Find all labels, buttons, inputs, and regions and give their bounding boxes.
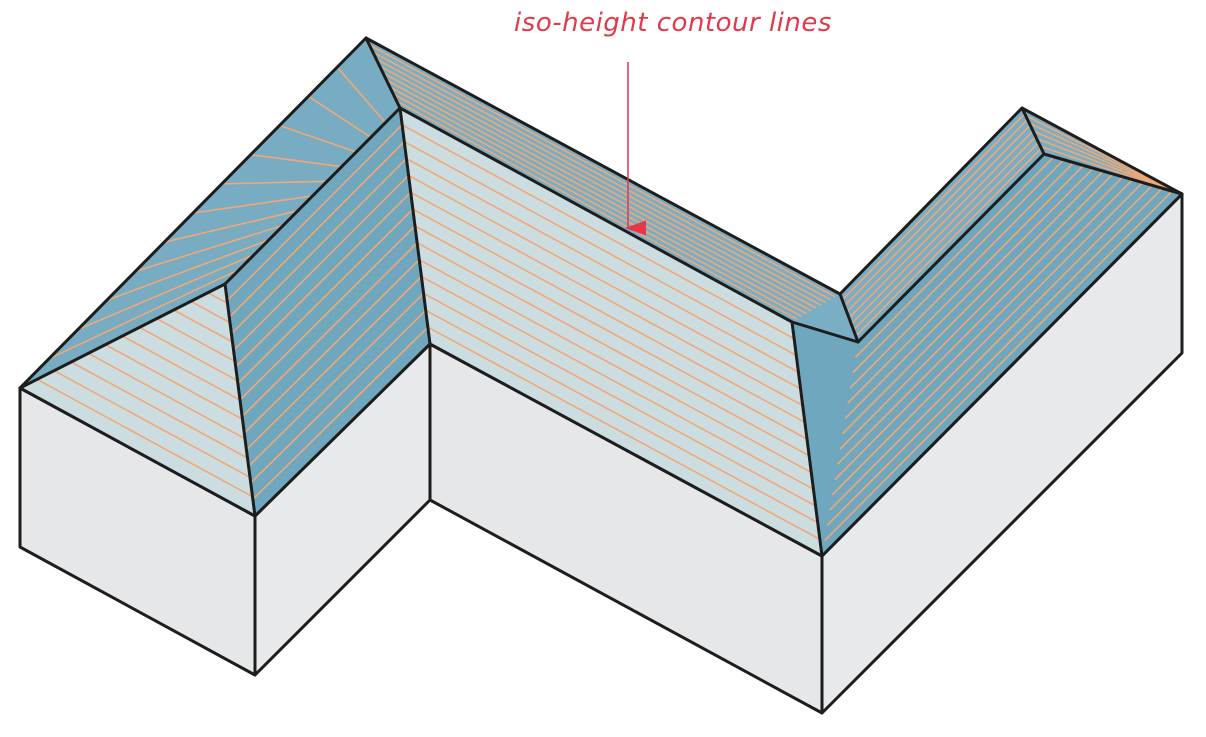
contour-line: [382, 72, 817, 309]
contour-line: [53, 369, 251, 479]
roof-left-hip-face: [20, 284, 255, 516]
contour-line: [237, 208, 414, 384]
contour-line: [245, 276, 422, 451]
contour-line: [105, 343, 243, 421]
contour-line: [416, 242, 810, 457]
iso-height-contour-lines: [36, 44, 1183, 542]
contour-line: [207, 291, 228, 305]
contour-line: [396, 100, 798, 320]
contour-line: [406, 157, 799, 373]
contour-line: [252, 326, 429, 500]
contour-line: [106, 239, 270, 302]
contour-line: [423, 292, 816, 507]
contour-line: [235, 191, 412, 368]
contour-line: [386, 79, 812, 312]
contour-line: [839, 173, 1114, 450]
contour-line: [850, 136, 1037, 325]
contour-line: [77, 253, 255, 331]
contour-line: [414, 225, 808, 440]
contour-line: [1032, 130, 1183, 195]
contour-line: [855, 147, 1042, 337]
contour-line: [230, 158, 407, 335]
contour-line: [228, 141, 405, 318]
contour-line: [843, 118, 1029, 307]
contour-line: [379, 65, 822, 306]
contour-line: [410, 191, 804, 407]
contour-line: [192, 195, 313, 214]
contour-line: [836, 176, 1124, 465]
contour-line: [412, 208, 806, 423]
contour-line: [369, 44, 836, 298]
contour-line: [156, 317, 236, 363]
contour-line: [408, 174, 801, 390]
contour-line: [279, 124, 357, 153]
contour-line: [241, 242, 418, 418]
eave-edge-right: [428, 192, 1184, 558]
annotation-label: iso-height contour lines: [514, 8, 832, 38]
contour-line: [425, 309, 819, 524]
contour-line: [848, 130, 1034, 319]
contour-line: [248, 292, 425, 467]
contour-line: [173, 309, 233, 343]
contour-line: [847, 164, 1084, 404]
contour-line: [389, 86, 807, 315]
contour-line: [829, 184, 1153, 511]
contour-line: [36, 378, 253, 498]
contour-line: [163, 209, 299, 243]
hip-edge-right-apex: [1020, 106, 1046, 156]
contour-line: [846, 124, 1031, 313]
contour-line: [842, 170, 1104, 435]
contour-line: [336, 66, 387, 124]
contour-line: [849, 162, 1075, 389]
contour-line: [307, 95, 372, 139]
contour-line: [48, 268, 240, 360]
contour-line: [243, 259, 420, 434]
contour-line: [831, 182, 1144, 496]
contour-line: [1036, 137, 1183, 195]
roof-left-back-face: [20, 38, 400, 388]
contour-line: [826, 187, 1163, 526]
contour-line: [852, 159, 1065, 374]
contour-line: [233, 174, 410, 351]
contour-line: [841, 113, 1026, 301]
contour-line: [372, 51, 831, 301]
contour-line: [122, 335, 241, 401]
contour-line: [403, 141, 797, 357]
eave-edge-left: [18, 342, 432, 518]
contour-line: [239, 225, 416, 401]
contour-line: [392, 93, 802, 318]
valley-edge-middle: [398, 106, 432, 346]
contour-line: [221, 180, 328, 185]
contour-line: [401, 124, 795, 340]
contour-line: [824, 190, 1173, 542]
contour-line: [844, 167, 1094, 419]
contour-line: [135, 224, 284, 273]
contour-line: [421, 275, 814, 490]
contour-line: [375, 58, 826, 304]
contour-line: [139, 326, 238, 382]
contour-line: [190, 300, 231, 324]
contour-line: [427, 326, 821, 540]
contour-line: [87, 352, 246, 440]
contour-line: [418, 259, 812, 474]
contour-line: [250, 153, 342, 168]
contour-line: [226, 124, 403, 302]
roof-edges: [18, 36, 1184, 558]
contour-line: [1028, 122, 1183, 195]
contour-line: [250, 309, 427, 484]
contour-line: [854, 156, 1055, 358]
valley-edge-right: [790, 320, 824, 558]
contour-line: [70, 361, 248, 459]
valley-edge-left: [223, 282, 257, 518]
contour-line: [852, 141, 1040, 331]
contour-line: [834, 179, 1134, 481]
